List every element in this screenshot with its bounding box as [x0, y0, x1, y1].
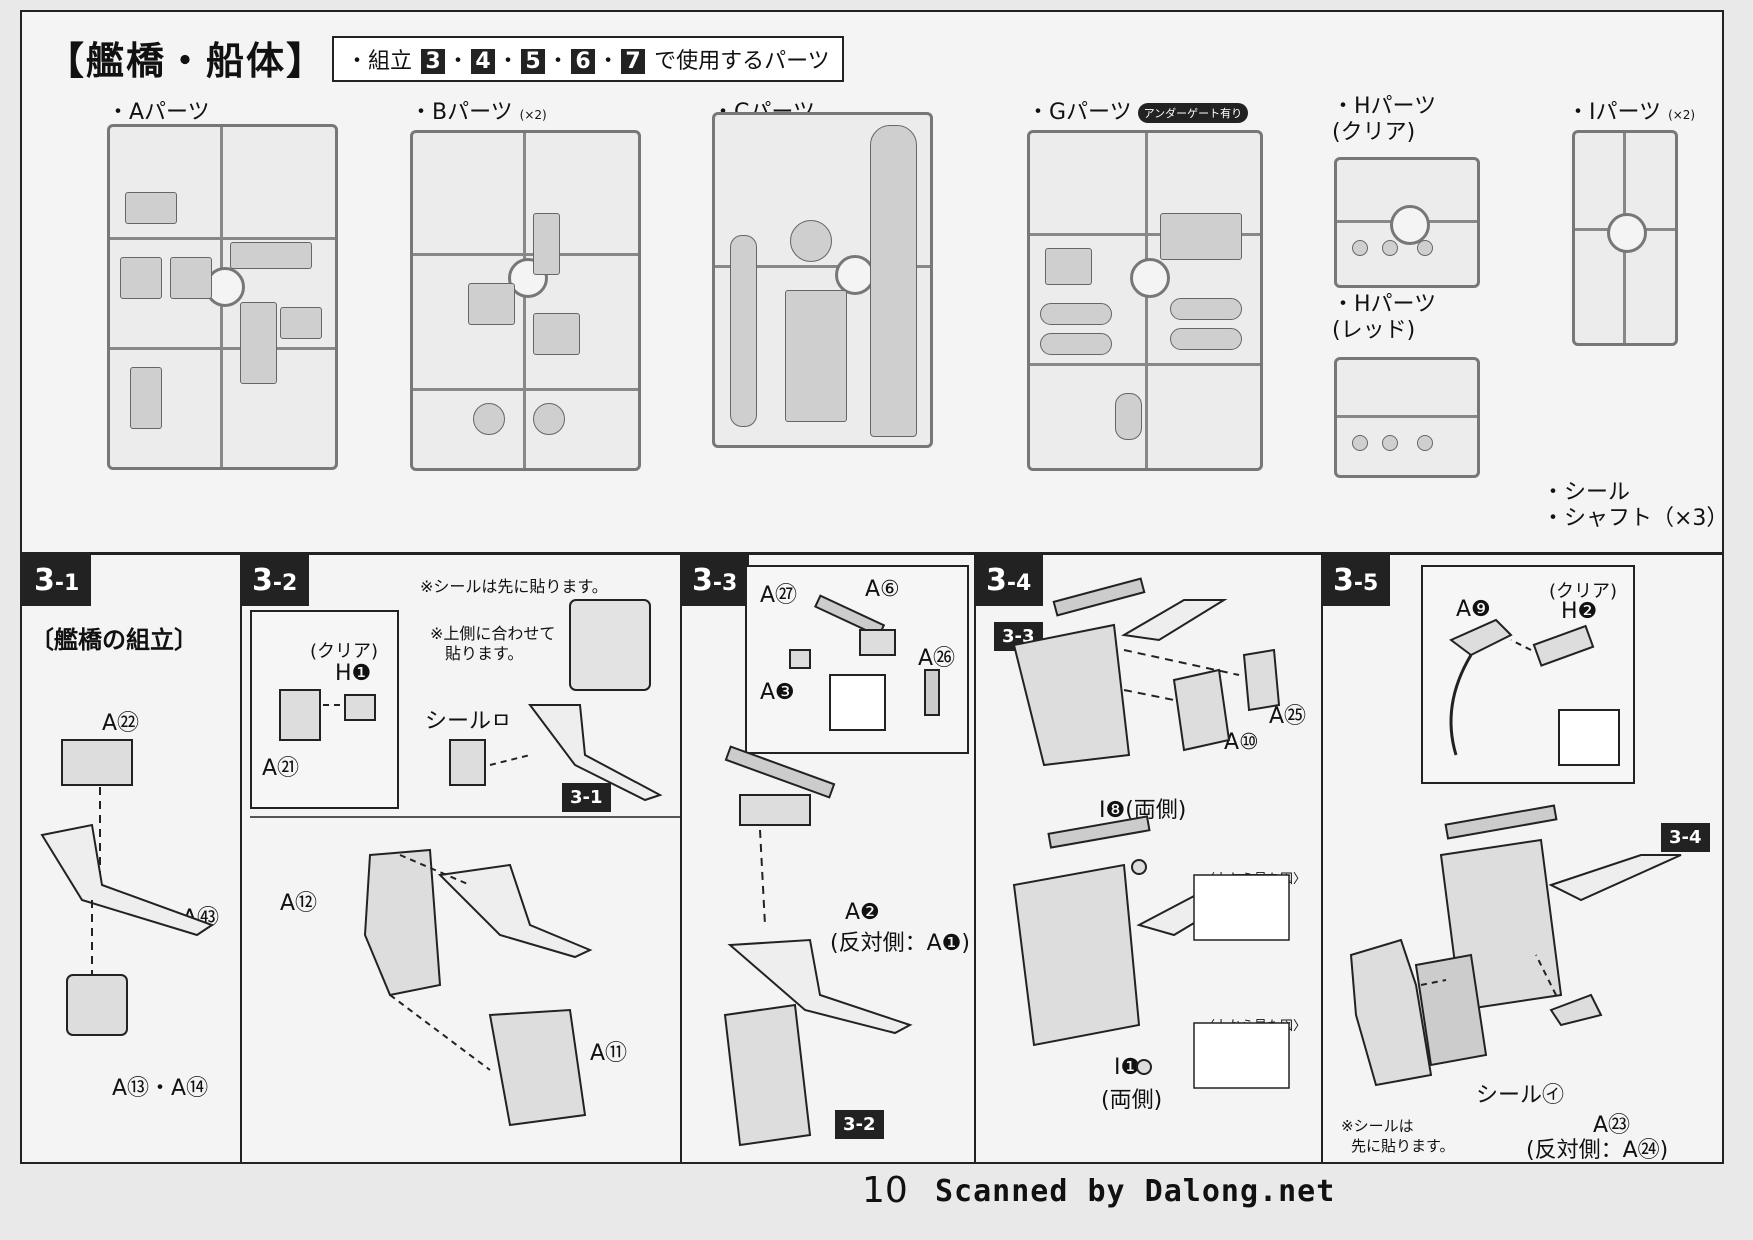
part-a13-a14: A⑬・A⑭ — [112, 1076, 209, 1101]
part-a9: A❾ — [1456, 597, 1491, 622]
step-3-2-illustration — [250, 599, 680, 1127]
subtitle-prefix: ・組立 — [346, 49, 413, 74]
runner-b-diagram — [410, 130, 641, 471]
ref-3-1: 3-1 — [562, 783, 611, 812]
step-badge-4: 4 — [471, 49, 496, 74]
part-a26: A㉖ — [918, 646, 956, 671]
runner-b-label: ・Bパーツ (×2) — [410, 100, 547, 125]
runner-g-label: ・Gパーツアンダーゲート有り — [1027, 94, 1249, 126]
part-a23: A㉓ — [1593, 1113, 1631, 1138]
part-a2: A❷ — [845, 900, 880, 925]
opposite-side-note: (反対側：A❶) — [830, 931, 970, 956]
step-number: 3-5 — [1321, 555, 1391, 606]
step-badge-7: 7 — [621, 49, 646, 74]
step-badge-3: 3 — [421, 49, 446, 74]
step-3-5-illustration — [1349, 618, 1682, 1087]
part-i1: I❶ — [1114, 1055, 1141, 1080]
part-a11: A⑪ — [590, 1041, 628, 1066]
step-3-1: 3-1 〔艦橋の組立〕 A㉒ A㊸ A⑬・A⑭ — [22, 555, 242, 1162]
subtitle-suffix: で使用するパーツ — [654, 49, 830, 74]
step-3-3-illustration — [723, 594, 940, 1147]
opposite-side-note: (反対側：A㉔) — [1526, 1138, 1669, 1163]
scan-credit: Scanned by Dalong.net — [935, 1174, 1336, 1209]
step-3-1-illustration — [40, 739, 215, 1036]
runner-g-diagram — [1027, 130, 1263, 471]
part-a6: A⑥ — [865, 577, 900, 602]
part-h2: H❷ — [1561, 599, 1598, 624]
step-number: 3-2 — [240, 555, 310, 606]
clear-label: (クリア) — [310, 641, 379, 662]
under-gate-badge: アンダーゲート有り — [1137, 103, 1249, 123]
step-3-4-illustration — [1012, 577, 1290, 1089]
part-a25: A㉕ — [1269, 704, 1307, 729]
parts-list-section: 【艦橋・船体】 ・組立 3・4・5・6・7 で使用するパーツ ・Aパーツ ・Bパ… — [22, 12, 1729, 555]
step-number: 3-4 — [974, 555, 1044, 606]
step-number: 3-3 — [680, 555, 750, 606]
runner-c-diagram — [712, 112, 933, 448]
part-h1: H❶ — [335, 661, 372, 686]
step-3-2: 3-2 ※シールは先に貼ります。 ※上側に合わせて 貼ります。 (クリア) H❶… — [240, 555, 682, 1162]
runner-h-clear-label: ・Hパーツ(クリア) — [1332, 94, 1437, 145]
extras-list: ・シール ・シャフト（×3） — [1542, 480, 1729, 532]
extra-seal: ・シール — [1542, 480, 1631, 505]
ref-3-4: 3-4 — [1661, 823, 1710, 852]
section-subtitle: ・組立 3・4・5・6・7 で使用するパーツ — [332, 36, 844, 82]
part-a12: A⑫ — [280, 891, 318, 916]
step-3-3: 3-3 A㉗ A⑥ A❸ A㉖ A❷ (反対側：A❶) 3-2 — [680, 555, 976, 1162]
seal-note-2: 先に貼ります。 — [1351, 1137, 1455, 1155]
align-note-2: 貼ります。 — [445, 644, 524, 663]
both-sides-note: (両側) — [1101, 1088, 1163, 1113]
part-a22: A㉒ — [102, 711, 140, 736]
runner-i-diagram — [1572, 130, 1678, 346]
seal-note-1: ※シールは — [1341, 1117, 1414, 1135]
step-3-5: 3-5 (クリア) A❾ H❷ 3-4 シール㋑ ※シールは 先に貼ります。 A… — [1321, 555, 1722, 1163]
ref-3-2: 3-2 — [835, 1110, 884, 1139]
align-note-1: ※上側に合わせて — [430, 624, 556, 643]
assembly-steps: 3-1 〔艦橋の組立〕 A㉒ A㊸ A⑬・A⑭ 3-2 ※シールは先に貼ります。… — [22, 555, 1722, 1163]
clear-label: (クリア) — [1549, 581, 1618, 602]
seal-i: シール㋑ — [1476, 1083, 1565, 1108]
part-a21: A㉑ — [262, 756, 300, 781]
runner-h-clear-diagram — [1334, 157, 1480, 288]
part-a10: A⑩ — [1224, 730, 1259, 755]
part-a27: A㉗ — [760, 583, 798, 608]
manual-page: 【艦橋・船体】 ・組立 3・4・5・6・7 で使用するパーツ ・Aパーツ ・Bパ… — [20, 10, 1729, 1164]
runner-h-red-diagram — [1334, 357, 1480, 478]
part-a3: A❸ — [760, 680, 795, 705]
page-number: 10 — [862, 1170, 908, 1211]
section-title: 【艦橋・船体】 — [46, 38, 327, 83]
step-caption: 〔艦橋の組立〕 — [30, 625, 198, 654]
step-badge-6: 6 — [571, 49, 596, 74]
runner-a-label: ・Aパーツ — [107, 100, 210, 125]
step-number: 3-1 — [22, 555, 92, 606]
extra-shaft: ・シャフト（×3） — [1542, 506, 1729, 531]
runner-i-label: ・Iパーツ (×2) — [1567, 100, 1696, 125]
step-3-4: 3-4 3-3 A㉕ A⑩ I❽(両側) 〈上から見た図〉 〈上から見た図〉 I… — [974, 555, 1323, 1162]
runner-a-diagram — [107, 124, 338, 470]
seal-note: ※シールは先に貼ります。 — [420, 577, 608, 596]
seal-u: シールㅁ — [425, 709, 512, 734]
runner-h-red-label: ・Hパーツ(レッド) — [1332, 292, 1437, 343]
step-badge-5: 5 — [521, 49, 546, 74]
